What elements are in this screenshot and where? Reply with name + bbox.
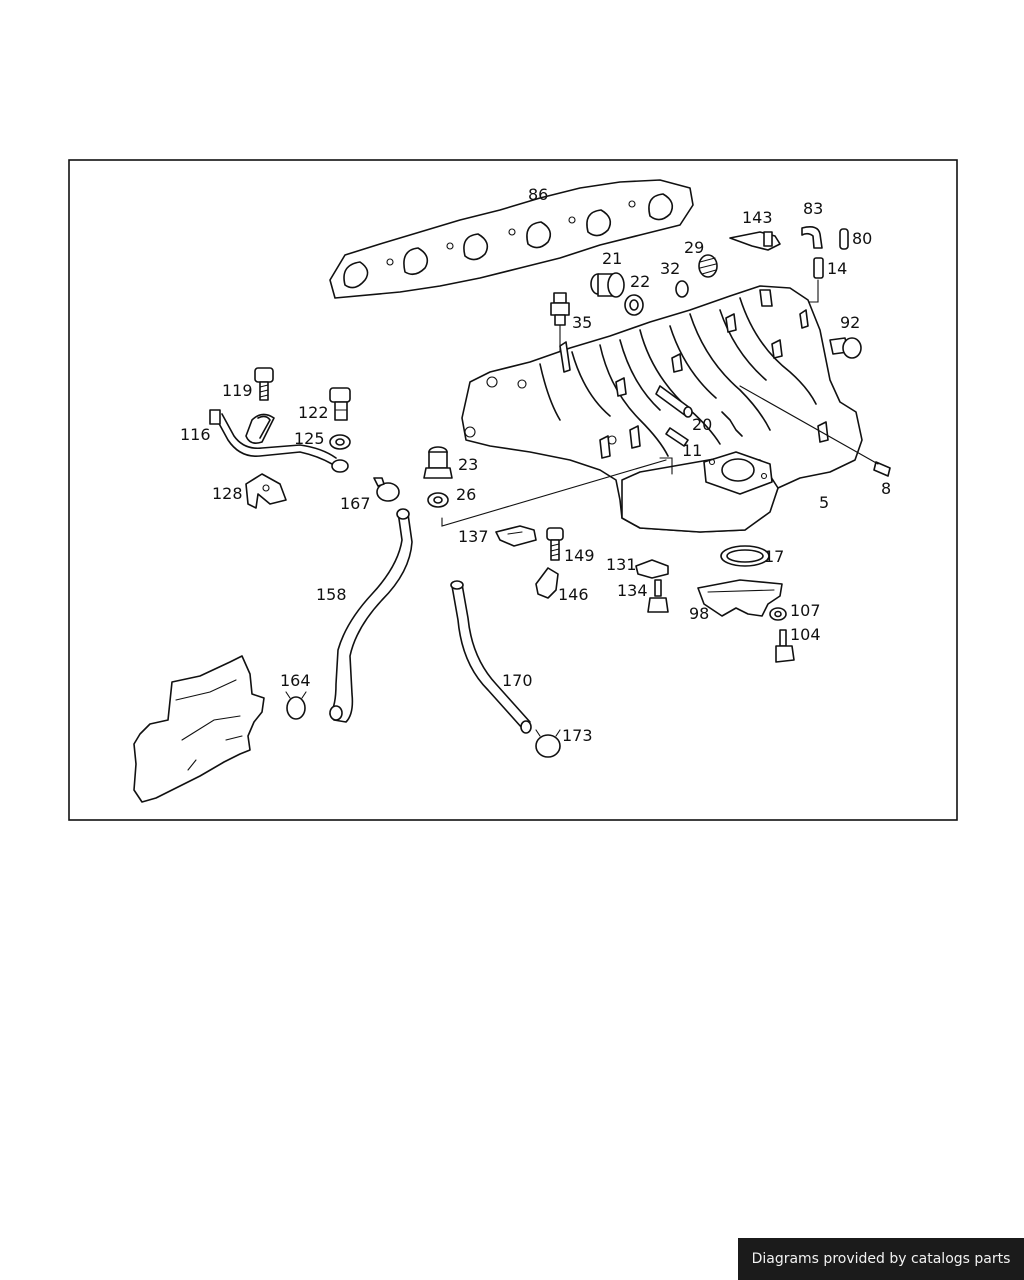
label-158: 158: [316, 585, 347, 604]
label-149: 149: [564, 546, 595, 565]
part-146-bracket[interactable]: [535, 567, 559, 599]
part-149-bolt[interactable]: [546, 527, 564, 561]
label-5: 5: [819, 493, 829, 512]
label-83: 83: [803, 199, 823, 218]
part-80-pin[interactable]: [839, 228, 849, 250]
label-170: 170: [502, 671, 533, 690]
label-104: 104: [790, 625, 821, 644]
label-122: 122: [298, 403, 329, 422]
part-116-pipe[interactable]: [209, 409, 349, 473]
part-21-fitting[interactable]: [590, 272, 625, 298]
label-20: 20: [692, 415, 712, 434]
label-17: 17: [764, 547, 784, 566]
part-107-washer[interactable]: [769, 607, 787, 621]
label-137: 137: [458, 527, 489, 546]
part-20-clip[interactable]: [721, 411, 743, 437]
part-23-fitting[interactable]: [423, 446, 453, 479]
label-173: 173: [562, 726, 593, 745]
part-131-bracket[interactable]: [635, 559, 669, 579]
part-11-sleeve[interactable]: [665, 427, 689, 447]
label-125: 125: [294, 429, 325, 448]
label-134: 134: [617, 581, 648, 600]
part-29-plug[interactable]: [698, 254, 718, 278]
part-17-seal-ring[interactable]: [720, 545, 770, 567]
label-131: 131: [606, 555, 637, 574]
part-92-bolt[interactable]: [829, 337, 862, 359]
part-20-pipe[interactable]: [655, 385, 693, 418]
part-98-cover[interactable]: [697, 579, 783, 617]
label-164: 164: [280, 671, 311, 690]
label-116: 116: [180, 425, 211, 444]
part-8-plug[interactable]: [873, 461, 891, 477]
part-173-clamp[interactable]: [535, 729, 561, 758]
footer-credit: Diagrams provided by catalogs parts: [738, 1238, 1024, 1280]
label-21: 21: [602, 249, 622, 268]
label-26: 26: [456, 485, 476, 504]
label-23: 23: [458, 455, 478, 474]
part-164-clamp[interactable]: [285, 691, 307, 720]
label-11: 11: [682, 441, 702, 460]
part-119-bolt[interactable]: [254, 367, 274, 401]
part-125-washer[interactable]: [329, 434, 351, 450]
label-35: 35: [572, 313, 592, 332]
part-26-washer[interactable]: [427, 492, 449, 508]
label-80: 80: [852, 229, 872, 248]
part-170-hose[interactable]: [450, 580, 532, 734]
part-86-gasket[interactable]: [329, 179, 694, 299]
part-158-hose[interactable]: [329, 508, 413, 723]
part-128-bracket[interactable]: [245, 473, 287, 509]
label-86: 86: [528, 185, 548, 204]
label-29: 29: [684, 238, 704, 257]
part-5-intake-manifold[interactable]: [461, 285, 863, 533]
part-167-clamp[interactable]: [373, 477, 400, 502]
label-128: 128: [212, 484, 243, 503]
label-32: 32: [660, 259, 680, 278]
label-8: 8: [881, 479, 891, 498]
part-22-washer[interactable]: [624, 294, 644, 316]
part-143-bracket[interactable]: [729, 231, 781, 251]
label-22: 22: [630, 272, 650, 291]
label-143: 143: [742, 208, 773, 227]
label-98: 98: [689, 604, 709, 623]
part-32-seal[interactable]: [675, 280, 689, 298]
part-83-hose[interactable]: [801, 226, 823, 249]
part-14-pin[interactable]: [813, 257, 824, 279]
label-14: 14: [827, 259, 847, 278]
part-134-nut[interactable]: [647, 579, 669, 613]
part-137-clip[interactable]: [495, 525, 537, 547]
part-122-banjo-bolt[interactable]: [329, 387, 351, 421]
label-107: 107: [790, 601, 821, 620]
part-104-bolt[interactable]: [775, 629, 795, 663]
label-146: 146: [558, 585, 589, 604]
label-167: 167: [340, 494, 371, 513]
label-92: 92: [840, 313, 860, 332]
diagram-frame: [68, 159, 958, 821]
label-119: 119: [222, 381, 253, 400]
